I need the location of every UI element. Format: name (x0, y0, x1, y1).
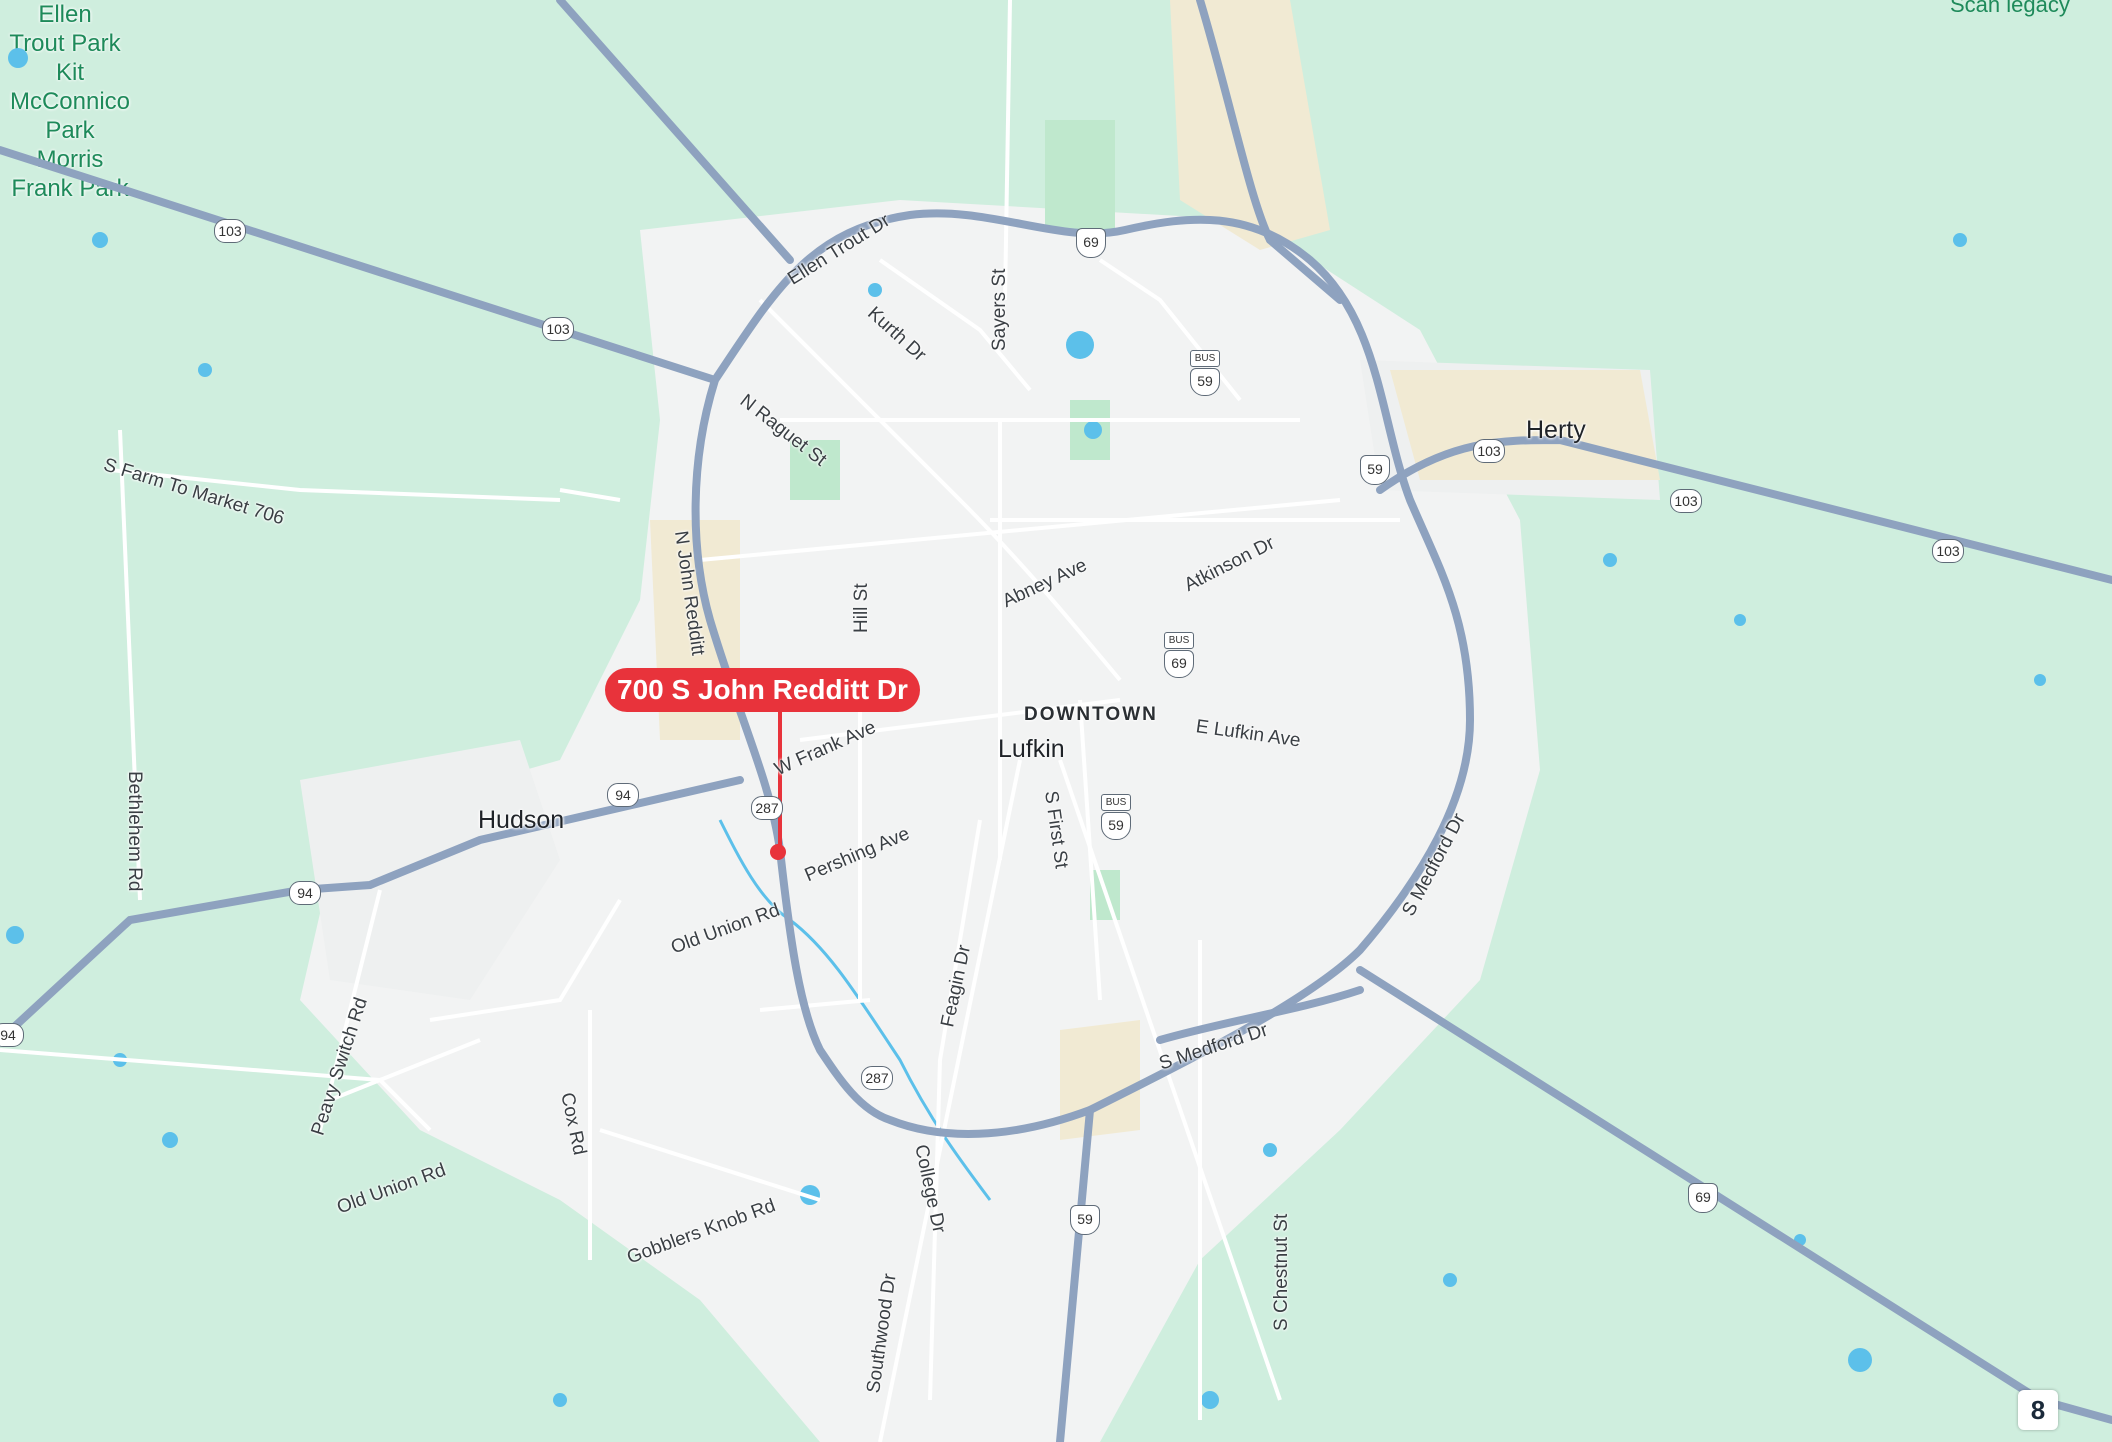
route-shield-us-69: 69 (1076, 228, 1106, 258)
route-shield-94: 94 (289, 881, 321, 905)
location-pin-label[interactable]: 700 S John Redditt Dr (605, 668, 920, 712)
pin-dot (770, 844, 786, 860)
route-shield-287: 287 (751, 796, 783, 820)
place-downtown: DOWNTOWN (1024, 704, 1158, 725)
place-hudson: Hudson (478, 806, 565, 834)
minor-streets (0, 0, 1400, 1442)
street-bethlehem-rd: Bethlehem Rd (124, 771, 145, 892)
route-shield-103: 103 (1670, 489, 1702, 513)
hwy-59-south (1056, 1106, 1094, 1442)
creek (718, 819, 992, 1201)
top-right-text[interactable]: Scan legacy (1950, 0, 2070, 17)
street-s-chestnut-st: S Chestnut St (1271, 1213, 1292, 1331)
route-shield-bus-59: BUS 59 (1101, 794, 1131, 840)
tan-zone-south (1060, 1020, 1140, 1140)
route-shield-103: 103 (542, 317, 574, 341)
hwy-103-west (0, 146, 719, 384)
route-shield-bus-59: BUS 59 (1190, 350, 1220, 396)
park-area-1 (1045, 120, 1115, 230)
place-herty: Herty (1526, 416, 1586, 444)
route-shield-us-59: 59 (1070, 1205, 1100, 1235)
route-shield-94: 94 (0, 1023, 24, 1047)
hwy-69-north (1196, 0, 1274, 244)
route-shield-287: 287 (861, 1066, 893, 1090)
hwy-94 (0, 776, 744, 1044)
park-ellen-trout: Ellen Trout Park (9, 1, 121, 57)
hwy-287-north (556, 0, 794, 264)
street-sayers-st: Sayers St (989, 268, 1010, 351)
route-shield-103: 103 (1932, 539, 1964, 563)
street-hill-st: Hill St (851, 583, 872, 633)
route-shield-bus-69: BUS 69 (1164, 632, 1194, 678)
park-area-2 (790, 440, 840, 500)
route-shield-103: 103 (1473, 439, 1505, 463)
route-shield-94: 94 (607, 783, 639, 807)
hwy-near-south (1156, 986, 1364, 1044)
tan-zone-north (1170, 0, 1330, 250)
hwy-69-north-2 (1266, 236, 1344, 304)
water-bodies (6, 48, 2046, 1409)
route-shield-103: 103 (214, 219, 246, 243)
place-lufkin: Lufkin (998, 735, 1065, 763)
park-kit-mcconnico: Kit McConnico Park (9, 59, 131, 144)
route-shield-us-59: 59 (1360, 455, 1390, 485)
zoom-badge[interactable]: 8 (2018, 1390, 2058, 1430)
hwy-69-south (1356, 966, 2112, 1424)
route-shield-us-69: 69 (1688, 1183, 1718, 1213)
urban-area-west (300, 740, 560, 1000)
